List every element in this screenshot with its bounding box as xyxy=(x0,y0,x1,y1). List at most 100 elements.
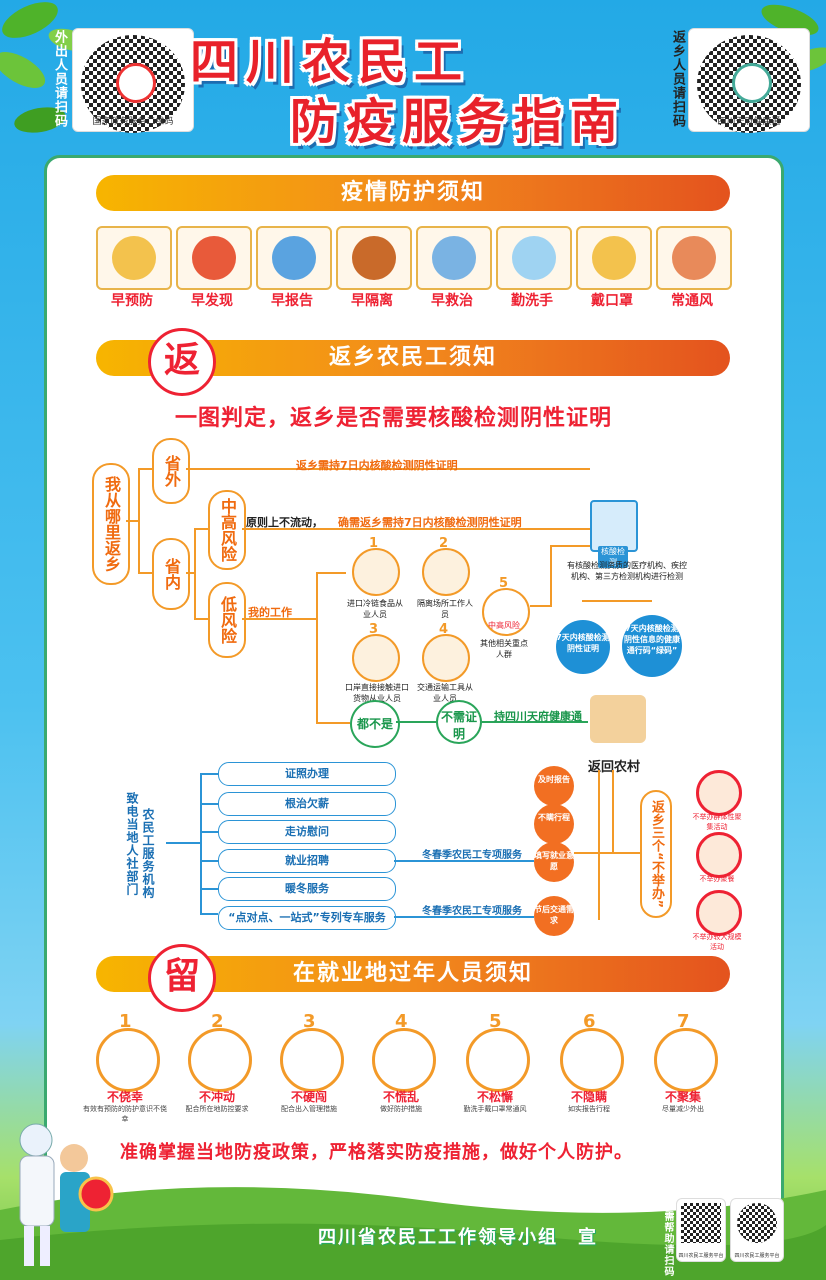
tile-label: 早救治 xyxy=(431,293,473,309)
job-number: 4 xyxy=(439,622,449,637)
footer-qr-caption: 四川农民工服务平台 xyxy=(678,1253,724,1259)
test-sign: 核酸检测 xyxy=(598,546,628,568)
inside-province-box: 省内 xyxy=(152,538,190,610)
health-worker-icon xyxy=(19,1123,114,1266)
tile-label: 早发现 xyxy=(191,293,233,309)
action-no-hide: 不瞒行程 xyxy=(534,804,574,844)
medical-staff-icon xyxy=(272,236,316,280)
tile-early-isolation xyxy=(336,226,412,290)
connector xyxy=(612,770,614,854)
three-no-item: 不举办群体性聚集活动 xyxy=(692,813,742,831)
stay-label: 不聚集 xyxy=(664,1090,701,1104)
service-org-label: 农民工服务机构 xyxy=(141,808,155,899)
tile-wash-hands xyxy=(496,226,572,290)
service-jobs: 就业招聘 xyxy=(218,849,396,873)
return-badge: 返 xyxy=(148,328,216,396)
arrow xyxy=(482,721,588,723)
job-port: 3 xyxy=(352,622,400,682)
health-code-text: 持四川天府健康通 xyxy=(494,710,582,723)
stay-number: 6 xyxy=(583,1011,596,1032)
connector xyxy=(138,468,140,572)
stay-label: 不侥幸 xyxy=(106,1090,143,1104)
tile-early-report xyxy=(256,226,332,290)
connector xyxy=(138,572,152,574)
stay-desc: 有效有预防的防护意识不侥幸 xyxy=(83,1105,167,1123)
job-number: 1 xyxy=(369,536,379,551)
gov-emblem-icon xyxy=(116,63,156,103)
left-qr-caption: 国家政务服务二维码 xyxy=(92,117,174,127)
result-negative-cert: 7天内核酸检测阴性证明 xyxy=(556,620,610,674)
connector xyxy=(200,773,218,775)
connector xyxy=(200,831,218,833)
right-qr-label: 返乡人员请扫码 xyxy=(670,30,685,128)
connector xyxy=(394,916,534,918)
connector xyxy=(126,520,138,522)
tile-label: 早隔离 xyxy=(351,293,393,309)
connector xyxy=(582,600,652,602)
mid-high-risk-box: 中高风险 xyxy=(208,490,246,570)
job-number: 2 xyxy=(439,536,449,551)
campaign-label: 冬春季农民工专项服务 xyxy=(422,906,522,917)
mid-risk-tag: 中高风险 xyxy=(488,621,520,630)
stay-item-lucky: 1 xyxy=(96,1011,160,1092)
service-side-label: 致电当地人社部门 xyxy=(125,792,139,896)
job-label: 其他相关重点人群 xyxy=(480,639,528,659)
hospital-bed-icon xyxy=(432,236,476,280)
stay-desc: 配合所在地防控要求 xyxy=(185,1105,249,1113)
stay-number: 2 xyxy=(211,1011,224,1032)
tile-wear-mask xyxy=(576,226,652,290)
stay-item-force: 3 xyxy=(280,1011,344,1092)
footer-qr-code-2[interactable]: 四川农民工服务平台 xyxy=(730,1198,784,1262)
thermometer-icon xyxy=(192,236,236,280)
footer-qr-code-1[interactable]: 四川农民工服务平台 xyxy=(676,1198,726,1262)
job-transport: 4 xyxy=(422,622,470,682)
hospital-icon xyxy=(590,500,638,552)
job-cold-chain: 1 xyxy=(352,536,400,596)
mask-icon xyxy=(592,236,636,280)
job-number: 5 xyxy=(499,576,509,591)
none-of-above-circle: 都不是 xyxy=(350,700,400,748)
action-fill-intent: 填写就业意愿 xyxy=(534,842,574,882)
connector xyxy=(242,528,590,530)
stay-item-gather: 7 xyxy=(654,1011,718,1092)
right-qr-caption: 四川天府健康通 xyxy=(717,117,781,127)
service-visit: 走访慰问 xyxy=(218,820,396,844)
service-wage: 根治欠薪 xyxy=(218,792,396,816)
health-check-icon xyxy=(732,63,772,103)
slogan: 准确掌握当地防疫政策，严格落实防疫措施，做好个人防护。 xyxy=(120,1142,633,1163)
connector xyxy=(186,572,194,574)
stay-label: 不冲动 xyxy=(198,1090,235,1104)
stay-desc: 尽量减少外出 xyxy=(662,1105,704,1113)
stay-number: 5 xyxy=(489,1011,502,1032)
connector xyxy=(200,860,218,862)
arrow xyxy=(396,721,436,723)
connector xyxy=(598,770,600,920)
stay-desc: 配合出入管理措施 xyxy=(281,1105,337,1113)
connector xyxy=(530,605,552,607)
no-banquet-icon xyxy=(696,832,742,878)
footer-qr-caption: 四川农民工服务平台 xyxy=(734,1253,780,1259)
job-quarantine: 2 xyxy=(422,536,470,596)
service-license: 证照办理 xyxy=(218,762,396,786)
campaign-label: 冬春季农民工专项服务 xyxy=(422,850,522,861)
villagers-group-icon xyxy=(590,695,646,743)
service-winter: 暖冬服务 xyxy=(218,877,396,901)
page-title-line2: 防疫服务指南 xyxy=(290,94,627,150)
job-other: 5 xyxy=(482,576,530,636)
window-icon xyxy=(672,236,716,280)
connector xyxy=(316,722,350,724)
connector xyxy=(200,913,218,915)
stay-number: 1 xyxy=(119,1011,132,1032)
no-event-icon xyxy=(696,890,742,936)
stay-desc: 如实报告行程 xyxy=(568,1105,610,1113)
three-no-box: 返乡三个“不举办” xyxy=(640,790,672,918)
action-transport-need: 节后交通需求 xyxy=(534,896,574,936)
mid-high-prefix-text: 原则上不流动， xyxy=(246,516,323,529)
grass-decoration xyxy=(0,1187,826,1280)
left-qr-code[interactable]: 国家政务服务二维码 xyxy=(72,28,194,133)
tile-label: 常通风 xyxy=(671,293,713,309)
tile-ventilation xyxy=(656,226,732,290)
right-qr-code[interactable]: 四川天府健康通 xyxy=(688,28,810,133)
connector xyxy=(242,618,316,620)
